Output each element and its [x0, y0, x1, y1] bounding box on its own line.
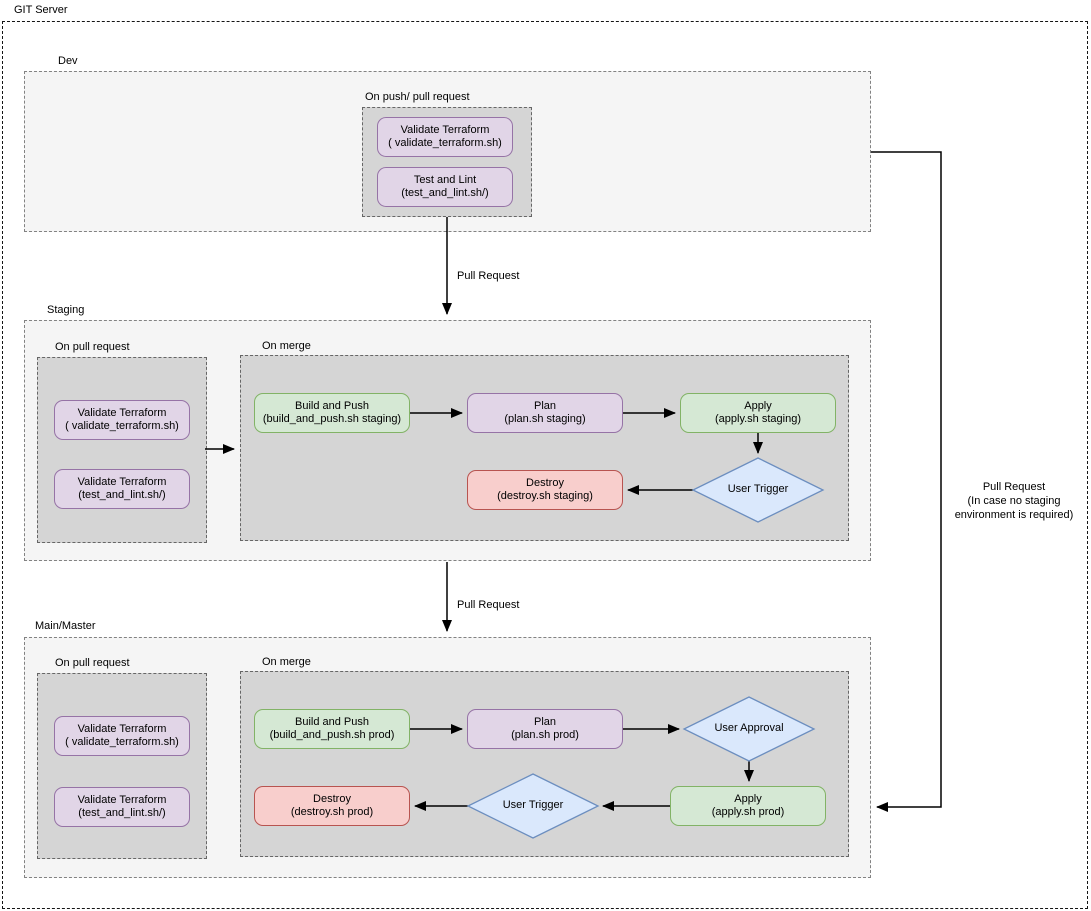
node-label-line1: Plan	[533, 400, 557, 412]
staging-on-merge-group	[240, 355, 849, 541]
node-dev-validate-terraform: Validate Terraform ( validate_terraform.…	[377, 117, 513, 157]
node-label-line2: ( validate_terraform.sh)	[388, 137, 502, 149]
staging-on-merge-label: On merge	[262, 340, 311, 352]
node-main-destroy: Destroy (destroy.sh prod)	[254, 786, 410, 826]
dev-section-label: Dev	[58, 55, 78, 67]
main-on-merge-group	[240, 671, 849, 857]
main-on-pull-label: On pull request	[55, 657, 130, 669]
node-staging-build-and-push: Build and Push (build_and_push.sh stagin…	[254, 393, 410, 433]
node-staging-validate-terraform: Validate Terraform ( validate_terraform.…	[54, 400, 190, 440]
node-label-line1: Validate Terraform	[400, 124, 490, 136]
node-label-line2: (test_and_lint.sh/)	[401, 187, 489, 199]
bypass-label-line2: (In case no staging	[967, 495, 1061, 507]
node-label-line1: Validate Terraform	[77, 794, 167, 806]
node-label-line2: (apply.sh prod)	[711, 806, 785, 818]
main-on-merge-label: On merge	[262, 656, 311, 668]
node-label-line1: Validate Terraform	[77, 723, 167, 735]
node-label-line1: Destroy	[313, 793, 351, 805]
node-label-line2: (build_and_push.sh staging)	[262, 413, 402, 425]
staging-on-pull-label: On pull request	[55, 341, 130, 353]
label-pull-request-bypass: Pull Request (In case no staging environ…	[944, 480, 1084, 522]
diamond-staging-user-trigger-label: User Trigger	[727, 483, 789, 495]
node-label-line2: (destroy.sh staging)	[497, 490, 593, 502]
node-staging-apply: Apply (apply.sh staging)	[680, 393, 836, 433]
node-staging-plan: Plan (plan.sh staging)	[467, 393, 623, 433]
node-label-line2: (test_and_lint.sh/)	[78, 489, 166, 501]
node-main-apply: Apply (apply.sh prod)	[670, 786, 826, 826]
node-label-line2: (test_and_lint.sh/)	[78, 807, 166, 819]
node-label-line1: Plan	[533, 716, 557, 728]
main-on-pull-group	[37, 673, 207, 859]
bypass-label-line3: environment is required)	[954, 509, 1074, 521]
node-staging-test-and-lint: Validate Terraform (test_and_lint.sh/)	[54, 469, 190, 509]
node-label-line2: (apply.sh staging)	[714, 413, 801, 425]
node-label-line1: Test and Lint	[413, 174, 477, 186]
staging-section-label: Staging	[47, 304, 85, 316]
node-main-test-and-lint: Validate Terraform (test_and_lint.sh/)	[54, 787, 190, 827]
node-label-line1: Apply	[744, 400, 772, 412]
label-pull-request-dev-to-staging: Pull Request	[457, 270, 520, 282]
node-label-line1: Build and Push	[295, 716, 369, 728]
node-label-line2: ( validate_terraform.sh)	[65, 736, 179, 748]
node-main-plan: Plan (plan.sh prod)	[467, 709, 623, 749]
staging-on-pull-group	[37, 357, 207, 543]
node-dev-test-and-lint: Test and Lint (test_and_lint.sh/)	[377, 167, 513, 207]
diamond-main-user-approval-label: User Approval	[714, 722, 784, 734]
diagram-title: GIT Server	[14, 4, 68, 16]
node-label-line2: (plan.sh prod)	[511, 729, 579, 741]
node-main-build-and-push: Build and Push (build_and_push.sh prod)	[254, 709, 410, 749]
node-staging-destroy: Destroy (destroy.sh staging)	[467, 470, 623, 510]
git-server-container	[2, 21, 1088, 909]
node-label-line2: (plan.sh staging)	[504, 413, 586, 425]
node-label-line2: (build_and_push.sh prod)	[269, 729, 395, 741]
node-main-validate-terraform: Validate Terraform ( validate_terraform.…	[54, 716, 190, 756]
diamond-main-user-trigger-label: User Trigger	[502, 799, 564, 811]
node-label-line1: Validate Terraform	[77, 476, 167, 488]
node-label-line1: Apply	[734, 793, 762, 805]
main-section-label: Main/Master	[35, 620, 96, 632]
node-label-line1: Build and Push	[295, 400, 369, 412]
label-pull-request-staging-to-main: Pull Request	[457, 599, 520, 611]
node-label-line1: Destroy	[526, 477, 564, 489]
bypass-label-line1: Pull Request	[982, 481, 1046, 493]
node-label-line2: (destroy.sh prod)	[290, 806, 374, 818]
node-label-line2: ( validate_terraform.sh)	[65, 420, 179, 432]
dev-group-label: On push/ pull request	[365, 91, 470, 103]
node-label-line1: Validate Terraform	[77, 407, 167, 419]
